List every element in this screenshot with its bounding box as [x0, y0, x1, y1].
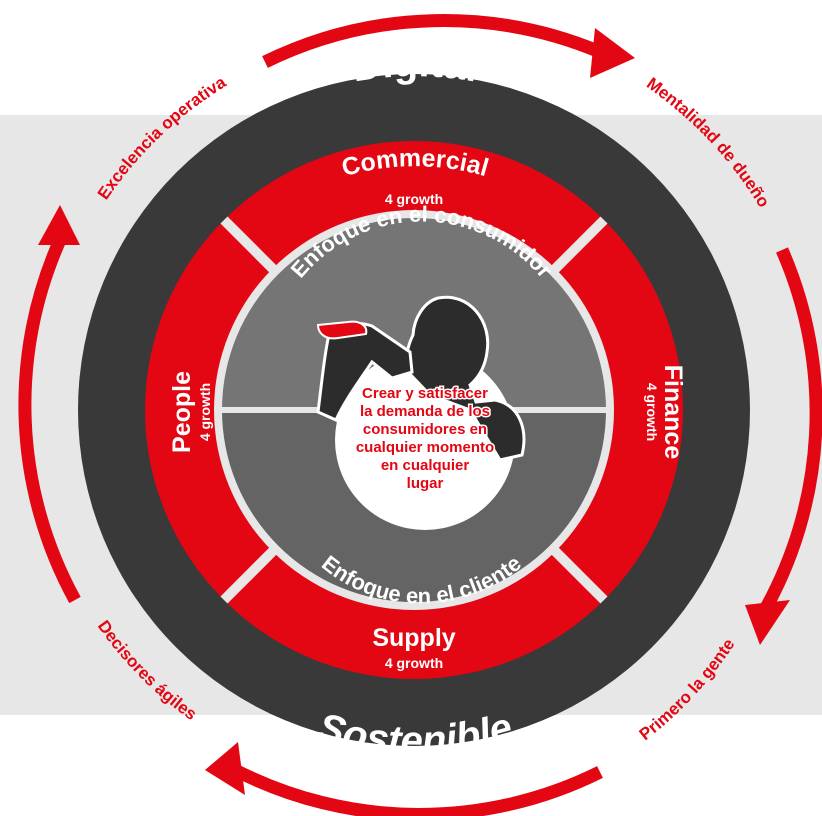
outer-cycle-arrows — [18, 14, 822, 816]
segment-people-subtitle: 4 growth — [197, 383, 213, 441]
arrow-head-right — [745, 600, 790, 645]
arrow-right — [756, 247, 822, 619]
center-line-1: Crear y satisfacer — [362, 385, 488, 402]
segment-finance-title: Finance — [659, 365, 687, 460]
arrow-heads — [38, 28, 790, 795]
center-text: Crear y satisfacer la demanda de los con… — [354, 384, 495, 494]
segment-finance-subtitle: 4 growth — [644, 383, 660, 441]
center-line-2: la demanda de los — [360, 403, 490, 420]
inner-top-half — [222, 218, 606, 410]
arrow-bottom — [232, 764, 603, 816]
segment-people-title: People — [168, 371, 196, 453]
arrow-head-left — [38, 205, 80, 245]
center-line-5: en cualquier — [381, 457, 470, 474]
arrow-top — [262, 14, 603, 68]
center-line-3: consumidores en — [363, 421, 487, 438]
arrow-head-bottom — [205, 742, 245, 795]
segment-supply-title: Supply — [372, 624, 455, 652]
center-line-4: cualquier momento — [356, 439, 494, 456]
center-line-6: lugar — [407, 475, 444, 492]
arrow-left — [18, 237, 81, 604]
arrow-head-top — [590, 28, 635, 78]
person-drinking-icon — [316, 295, 526, 462]
bottle-icon — [316, 320, 368, 340]
segment-commercial-subtitle: 4 growth — [385, 191, 443, 207]
outer-ring-top-label: Digital — [349, 41, 482, 91]
segment-supply-subtitle: 4 growth — [385, 655, 443, 671]
